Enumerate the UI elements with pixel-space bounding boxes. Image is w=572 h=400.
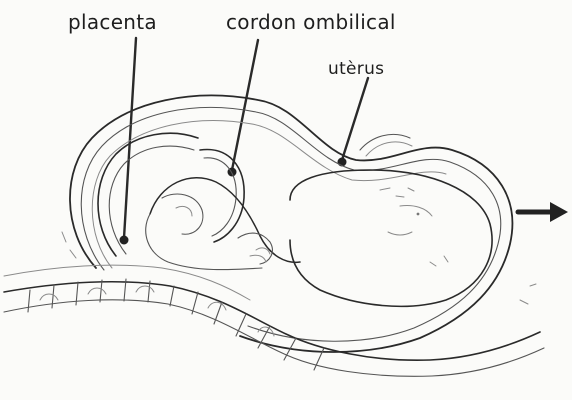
label-cordon-ombilical: cordon ombilical xyxy=(226,10,396,34)
label-uterus: utèrus xyxy=(328,59,384,79)
umbilical-cord xyxy=(200,149,244,242)
direction-arrow xyxy=(518,202,568,222)
sketch-texture xyxy=(62,188,536,304)
leader-uterus xyxy=(338,78,369,167)
spine xyxy=(4,265,544,376)
fetus xyxy=(146,170,492,306)
label-placenta: placenta xyxy=(68,10,157,34)
uterus-wall xyxy=(70,96,512,352)
